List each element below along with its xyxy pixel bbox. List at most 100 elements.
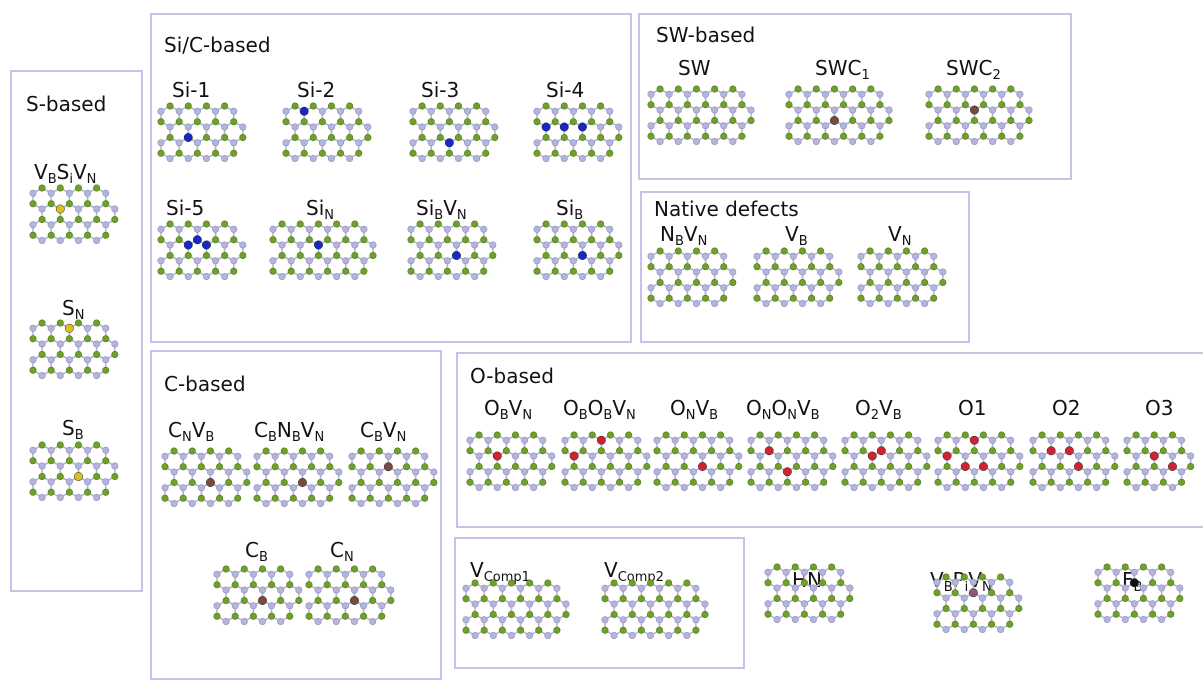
label-part: V: [191, 418, 206, 442]
boron-atom: [1093, 431, 1101, 439]
boron-atom: [480, 267, 488, 275]
boron-atom: [93, 472, 101, 480]
boron-atom: [1029, 447, 1037, 455]
boron-atom: [905, 431, 913, 439]
boron-atom: [884, 278, 892, 286]
nitrogen-atom: [850, 483, 858, 491]
boron-atom: [698, 431, 706, 439]
nitrogen-atom: [930, 284, 938, 292]
label-part: O: [484, 396, 500, 420]
boron-atom: [296, 251, 304, 259]
boron-atom: [418, 133, 426, 141]
boron-atom: [342, 236, 350, 244]
nitrogen-atom: [56, 493, 64, 501]
label-part: S: [62, 416, 75, 440]
nitrogen-atom: [430, 468, 438, 476]
label-part: N: [660, 222, 675, 246]
nitrogen-atom: [597, 241, 605, 249]
nitrogen-atom: [698, 452, 706, 460]
nitrogen-atom: [1176, 584, 1184, 592]
boron-atom: [794, 116, 802, 124]
lattice-si3: [409, 102, 499, 162]
nitrogen-atom: [979, 483, 987, 491]
nitrogen-atom: [886, 452, 894, 460]
boron-atom: [866, 247, 874, 255]
boron-atom: [1102, 447, 1110, 455]
boron-atom: [817, 278, 825, 286]
boron-atom: [683, 263, 691, 271]
boron-atom: [202, 251, 210, 259]
label-part: C: [254, 418, 268, 442]
nitrogen-atom: [212, 107, 220, 115]
nitrogen-atom: [1132, 483, 1140, 491]
nitrogen-atom: [544, 631, 552, 639]
boron-atom: [798, 278, 806, 286]
nitrogen-atom: [533, 107, 541, 115]
lattice-o3: [1123, 431, 1195, 491]
boron-atom: [692, 278, 700, 286]
nitrogen-atom: [711, 299, 719, 307]
nitrogen-atom: [452, 272, 460, 280]
boron-atom: [943, 101, 951, 109]
nitrogen-atom: [403, 484, 411, 492]
nitrogen-atom: [569, 225, 577, 233]
nitrogen-atom: [1065, 436, 1073, 444]
boron-atom: [346, 102, 354, 110]
label-part: B: [373, 430, 383, 445]
boron-atom: [952, 478, 960, 486]
nitrogen-atom: [606, 483, 614, 491]
nitrogen-atom: [1158, 615, 1166, 623]
oxygen-dopant-atom: [698, 462, 707, 471]
nitrogen-atom: [826, 252, 834, 260]
boron-atom: [561, 447, 569, 455]
boron-atom: [188, 447, 196, 455]
nitrogen-atom: [774, 452, 782, 460]
nitrogen-atom: [206, 499, 214, 507]
nitrogen-atom: [569, 257, 577, 265]
nitrogen-atom: [409, 139, 417, 147]
boron-atom: [773, 563, 781, 571]
nitrogen-atom: [998, 122, 1006, 130]
nitrogen-atom: [335, 468, 343, 476]
boron-atom: [850, 462, 858, 470]
boron-atom: [952, 116, 960, 124]
boron-atom: [774, 431, 782, 439]
boron-atom: [720, 101, 728, 109]
boron-atom: [634, 447, 642, 455]
boron-atom: [489, 579, 497, 587]
boron-atom: [542, 220, 550, 228]
silicon-dopant-atom: [559, 122, 569, 132]
nitrogen-atom: [1150, 483, 1158, 491]
boron-atom: [579, 478, 587, 486]
label-part: Si-3: [421, 78, 460, 102]
nitrogen-atom: [925, 122, 933, 130]
silicon-dopant-atom: [452, 251, 461, 260]
nitrogen-atom: [875, 252, 883, 260]
nitrogen-atom: [683, 600, 691, 608]
label-part: B: [267, 430, 277, 445]
boron-atom: [29, 200, 37, 208]
boron-atom: [1187, 462, 1195, 470]
boron-atom: [998, 132, 1006, 140]
boron-atom: [193, 118, 201, 126]
nitrogen-atom: [65, 478, 73, 486]
boron-atom: [970, 447, 978, 455]
boron-atom: [826, 263, 834, 271]
boron-atom: [193, 149, 201, 157]
nitrogen-atom: [268, 602, 276, 610]
nitrogen-atom: [597, 154, 605, 162]
boron-atom: [702, 263, 710, 271]
label-part: B: [798, 234, 808, 249]
boron-atom: [366, 463, 374, 471]
lattice-sin: [269, 220, 377, 280]
nitrogen-atom: [216, 484, 224, 492]
lattice-sb: [29, 441, 119, 501]
boron-atom: [934, 85, 942, 93]
nitrogen-atom: [324, 225, 332, 233]
boron-atom: [930, 263, 938, 271]
boron-atom: [1111, 462, 1119, 470]
structure-label-fb: FB: [1122, 570, 1142, 594]
boron-atom: [656, 85, 664, 93]
boron-atom: [484, 478, 492, 486]
nitrogen-atom: [606, 257, 614, 265]
